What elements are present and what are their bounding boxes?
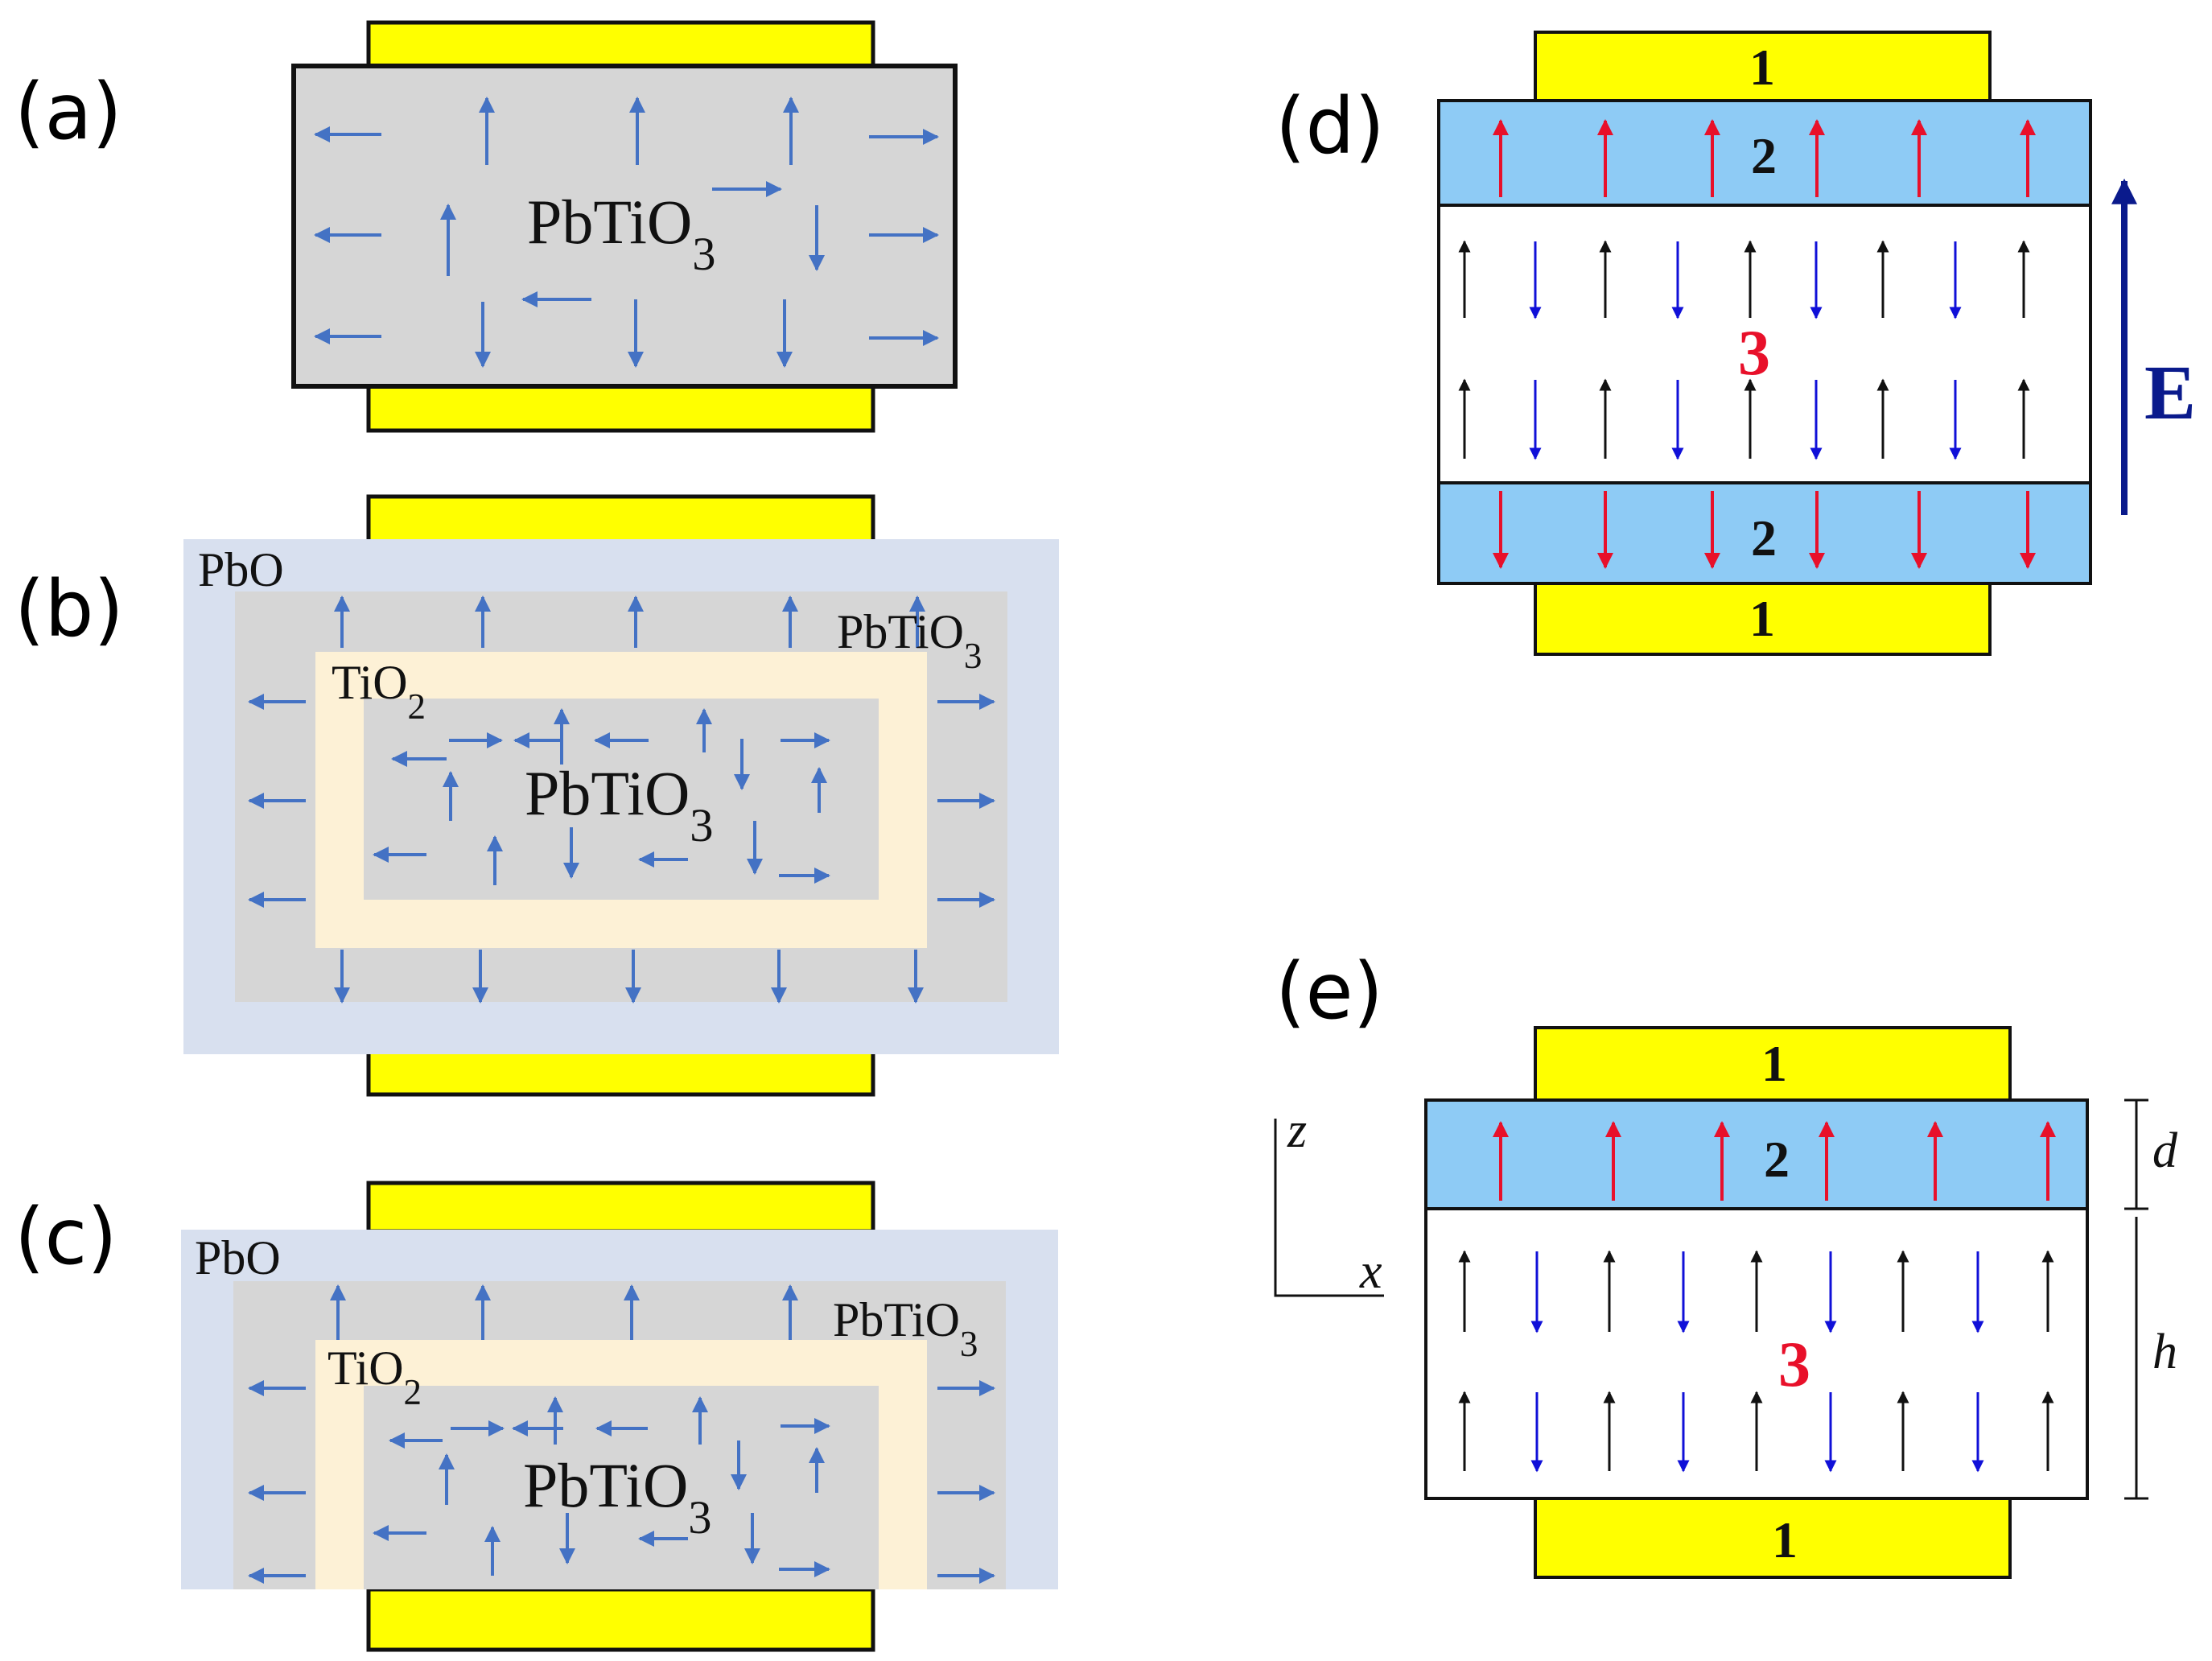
- pbtio3-core: [364, 1386, 879, 1589]
- bottom-electrode: [366, 380, 875, 433]
- polarization-arrows: [314, 97, 939, 368]
- thickness-d-label: d: [2152, 1123, 2178, 1178]
- bottom-electrode: [1534, 1497, 2012, 1579]
- top-surface-layer: [1437, 99, 2092, 207]
- formula-subscript: 2: [408, 686, 426, 727]
- electrode-label-top: 1: [1761, 1035, 1787, 1092]
- surface-label: 2: [1764, 1131, 1790, 1188]
- panel-a: (a) PbTiO3: [14, 20, 958, 433]
- surface-layer: [1424, 1098, 2089, 1210]
- thickness-markers: [2124, 1098, 2148, 1500]
- pbtio3-label: PbTiO3: [527, 187, 716, 280]
- bulk-layer: [1437, 204, 2092, 484]
- core-material-text: PbTiO: [525, 758, 690, 828]
- thickness-h-label: h: [2152, 1325, 2177, 1379]
- top-electrode: [366, 1181, 875, 1234]
- panel-b: (b) PbO PbTiO3 TiO2 PbTiO3: [14, 494, 1059, 1097]
- formula-subscript: 3: [964, 636, 982, 676]
- surface-polarization-arrows: [1493, 119, 2036, 569]
- formula-subscript: 3: [688, 1491, 711, 1544]
- material-text: PbTiO: [527, 187, 692, 257]
- panel-d: (d) 1 1 2 2 3 E: [1275, 31, 2196, 656]
- panel-b-label: (b): [14, 564, 124, 654]
- coordinate-axes: [1274, 1119, 1384, 1297]
- tio2-label: TiO2: [332, 656, 426, 727]
- formula-subscript: 3: [960, 1324, 978, 1364]
- polarization-arrows: [248, 596, 995, 1004]
- pbtio3-core-label: PbTiO3: [525, 758, 714, 851]
- electrode-label-top: 1: [1749, 39, 1775, 96]
- axis-x-label: x: [1359, 1244, 1382, 1299]
- electrode-label-bottom: 1: [1749, 590, 1775, 647]
- shell-material-text: PbTiO: [837, 605, 964, 658]
- formula-subscript: 2: [404, 1372, 422, 1412]
- shell-material-text: PbTiO: [833, 1293, 960, 1346]
- panel-c-label: (c): [14, 1192, 117, 1282]
- pbo-label: PbO: [198, 543, 284, 596]
- tio2-label: TiO2: [327, 1342, 422, 1412]
- pbtio3-shell-label: PbTiO3: [837, 605, 982, 676]
- formula-subscript: 3: [692, 228, 715, 280]
- bottom-surface-layer: [1437, 481, 2092, 585]
- surface-polarization-arrows: [1493, 1121, 2056, 1201]
- panel-d-label: (d): [1275, 81, 1385, 171]
- interlayer-text: TiO: [332, 656, 408, 709]
- core-material-text: PbTiO: [523, 1450, 688, 1520]
- pbtio3-body: [291, 64, 958, 389]
- interlayer-text: TiO: [327, 1342, 404, 1395]
- bulk-polarization-arrows: [1458, 240, 2030, 460]
- bulk-polarization-arrows: [1458, 1250, 2054, 1473]
- surface-label-top: 2: [1751, 127, 1777, 184]
- top-electrode: [366, 494, 875, 547]
- bottom-electrode: [366, 1587, 875, 1652]
- pbo-label: PbO: [195, 1231, 281, 1284]
- top-electrode: [1534, 31, 1992, 102]
- panel-a-label: (a): [14, 67, 122, 157]
- pbtio3-core-label: PbTiO3: [523, 1450, 712, 1544]
- electrode-label-bottom: 1: [1772, 1511, 1798, 1568]
- formula-subscript: 3: [690, 799, 713, 851]
- axis-z-label: z: [1287, 1103, 1307, 1158]
- panel-e-label: (e): [1275, 946, 1383, 1037]
- panel-c: (c) PbO PbTiO3 TiO2 PbTiO3: [14, 1181, 1058, 1652]
- bulk-label: 3: [1738, 318, 1770, 389]
- pbtio3-shell-label: PbTiO3: [833, 1293, 978, 1364]
- bulk-label: 3: [1778, 1329, 1810, 1400]
- bottom-electrode: [1534, 582, 1992, 656]
- panel-e: (e) 1 1 2 3 z x: [1274, 946, 2178, 1579]
- electric-field-label: E: [2144, 349, 2196, 435]
- polarization-arrows: [248, 1284, 995, 1584]
- surface-label-bottom: 2: [1751, 509, 1777, 567]
